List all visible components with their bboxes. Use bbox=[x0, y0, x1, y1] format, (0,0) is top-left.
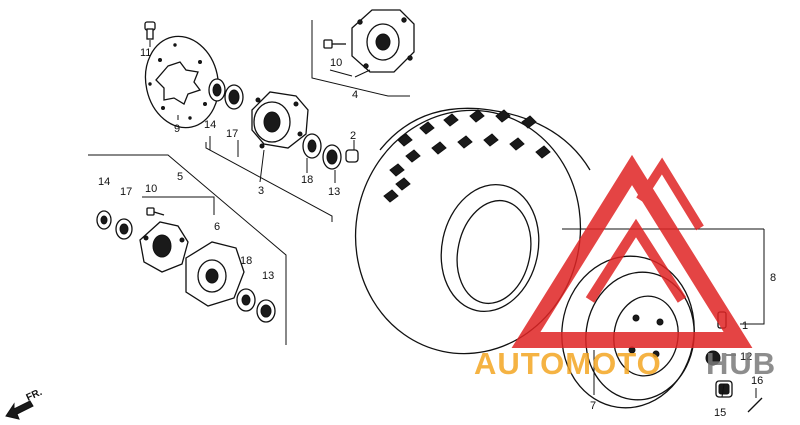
tire bbox=[354, 107, 591, 355]
watermark-text-automoto: AUTOMOTO bbox=[474, 346, 662, 381]
seal-17-lower bbox=[115, 218, 133, 240]
bearing-14-upper bbox=[208, 78, 226, 102]
bearing-18-upper bbox=[302, 133, 322, 159]
wheel-nut-15 bbox=[715, 380, 733, 398]
wheel-hub bbox=[251, 91, 309, 149]
seal-13-lower bbox=[256, 299, 276, 323]
callout-3: 3 bbox=[258, 185, 264, 197]
callout-4: 4 bbox=[352, 89, 358, 101]
callout-14-lower: 14 bbox=[98, 176, 110, 188]
callout-1: 1 bbox=[742, 320, 748, 332]
callout-17-lower: 17 bbox=[120, 186, 132, 198]
callout-8: 8 bbox=[770, 272, 776, 284]
stud-16 bbox=[747, 397, 763, 413]
lug-nut-12 bbox=[705, 350, 721, 366]
brake-disc bbox=[144, 35, 220, 129]
callout-18-lower: 18 bbox=[240, 255, 252, 267]
callout-16: 16 bbox=[751, 375, 763, 387]
callout-11: 11 bbox=[140, 47, 151, 59]
front-direction-label: FR. bbox=[25, 387, 44, 404]
callout-18-upper: 18 bbox=[301, 174, 313, 186]
spacer-2 bbox=[345, 149, 359, 163]
bolt-10-upper bbox=[323, 39, 346, 49]
callout-13-upper: 13 bbox=[328, 186, 340, 198]
callout-17-upper: 17 bbox=[226, 128, 238, 140]
callout-14-upper: 14 bbox=[204, 119, 216, 131]
automotohub-watermark: AUTOMOTO HUB bbox=[474, 154, 776, 381]
seal-13-upper bbox=[322, 144, 342, 170]
seal-17-upper bbox=[224, 84, 244, 110]
callout-15: 15 bbox=[714, 407, 726, 419]
callout-labels: 11 9 14 17 3 2 18 13 10 4 5 14 17 10 6 1… bbox=[98, 47, 776, 419]
bolt-11 bbox=[144, 21, 156, 40]
callout-10-upper: 10 bbox=[330, 57, 342, 69]
callout-7: 7 bbox=[590, 400, 596, 412]
bolt-10-lower bbox=[146, 207, 165, 216]
callout-6: 6 bbox=[214, 221, 220, 233]
bearing-18-lower bbox=[236, 288, 256, 312]
callout-5: 5 bbox=[177, 171, 183, 183]
callout-2: 2 bbox=[350, 130, 356, 142]
brake-plate-6 bbox=[185, 241, 245, 307]
hub-assembly-4 bbox=[351, 9, 415, 73]
watermark-text-hub: HUB bbox=[706, 346, 776, 381]
callout-13-lower: 13 bbox=[262, 270, 274, 282]
callout-12: 12 bbox=[740, 351, 752, 363]
callout-10-lower: 10 bbox=[145, 183, 157, 195]
front-direction-indicator: FR. bbox=[5, 387, 44, 420]
bearing-14-lower bbox=[96, 210, 112, 230]
callout-9: 9 bbox=[174, 123, 180, 135]
hub-5 bbox=[139, 221, 189, 273]
